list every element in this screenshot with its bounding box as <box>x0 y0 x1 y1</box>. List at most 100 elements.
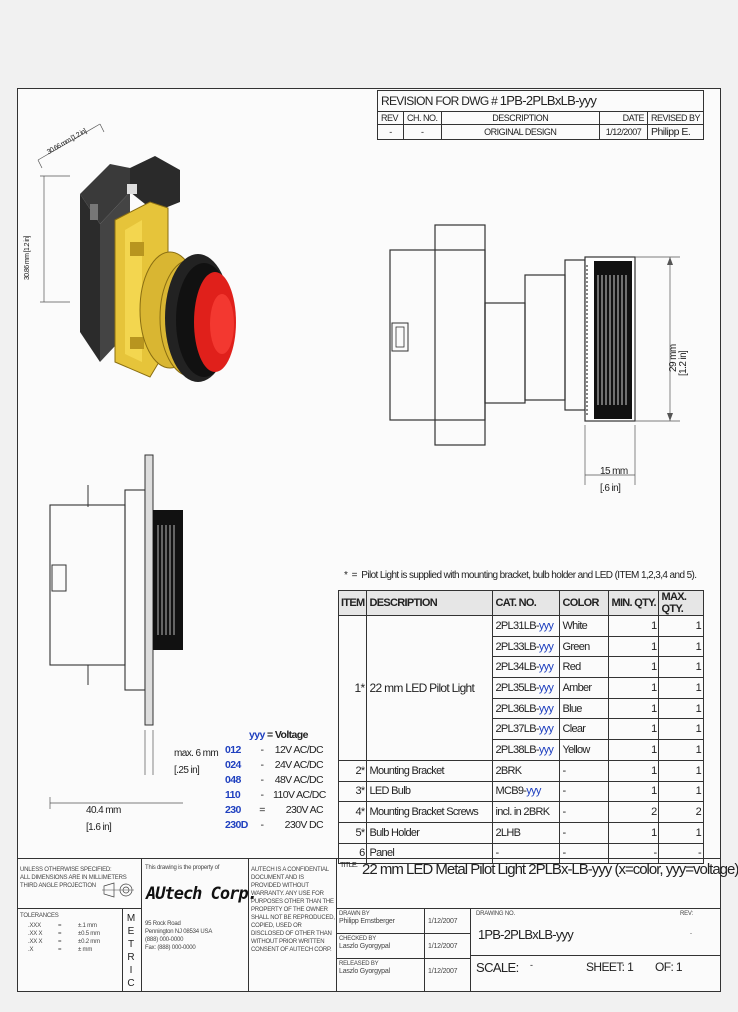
tolerance-row: .X=± mm <box>28 946 100 954</box>
tolerance-row: .XX X=±0.2 mm <box>28 938 100 946</box>
max-qty-cell: 1 <box>658 821 704 844</box>
checked-date: 1/12/2007 <box>428 943 458 950</box>
company-logo: AUtech Corp. <box>146 884 258 904</box>
max-qty-cell: 1 <box>658 780 704 803</box>
notes: UNLESS OTHERWISE SPECIFIED: ALL DIMENSIO… <box>20 867 127 889</box>
voltage-value: 230V DC <box>284 819 324 831</box>
description-value: ORIGINAL DESIGN <box>440 124 600 140</box>
cat-no-cell: 2PL33LB-yyy <box>492 635 561 658</box>
rev-value: - <box>690 931 692 937</box>
description-cell: LED Bulb <box>366 780 494 803</box>
description-cell: Mounting Bracket <box>366 759 494 782</box>
title-block <box>17 858 721 992</box>
item-header: ITEM <box>337 590 368 616</box>
bom-note: * = Pilot Light is supplied with mountin… <box>344 570 697 581</box>
voltage-value: 24V AC/DC <box>274 759 324 771</box>
max-qty-cell: 1 <box>658 635 704 658</box>
min-qty-cell: 2 <box>608 801 660 823</box>
max-qty-cell: 1 <box>658 759 704 782</box>
max-qty-cell: 1 <box>658 697 704 720</box>
min-qty-cell: 1 <box>608 718 660 741</box>
color-cell: Green <box>559 635 610 658</box>
color-cell: Blue <box>559 697 610 720</box>
voltage-value: 12V AC/DC <box>274 744 324 756</box>
bom-header-row: ITEM DESCRIPTION CAT. NO. COLOR MIN. QTY… <box>337 590 704 616</box>
chno-value: - <box>403 124 442 140</box>
description-cell: Bulb Holder <box>366 821 494 844</box>
color-cell: Yellow <box>559 739 610 761</box>
color-cell: - <box>559 780 610 803</box>
company-address: 95 Rock Road Pennington NJ 08534 USA (88… <box>145 921 213 951</box>
date-header: DATE <box>598 111 648 125</box>
rev-header: REV <box>377 111 404 125</box>
min-qty-cell: 1 <box>608 697 660 720</box>
tolerance-row: .XX X=±0.5 mm <box>28 930 100 938</box>
checked-by: Laszlo Gyorgypal <box>339 943 390 950</box>
of-label: OF: 1 <box>655 960 683 974</box>
tolerance-value: ±0.2 mm <box>78 939 100 945</box>
iso-height-dimension: 30.86 mm [1.2 in] <box>24 236 31 280</box>
description-header: DESCRIPTION <box>440 111 600 125</box>
tolerance-sep: = <box>58 947 62 953</box>
rev-value: - <box>377 124 404 140</box>
revised-by-header: REVISED BY <box>646 111 705 125</box>
tolerance-format: .XX X <box>28 939 43 945</box>
scale-value: - <box>530 960 533 970</box>
color-cell: White <box>559 615 610 637</box>
cat-no-cell: 2PL35LB-yyy <box>492 677 561 699</box>
chno-header: CH. NO. <box>403 111 442 125</box>
max-qty-cell: 2 <box>658 801 704 823</box>
tolerance-format: .XXX <box>28 923 41 929</box>
tolerances-label: TOLERANCES <box>20 913 59 919</box>
voltage-sep: = <box>259 804 265 816</box>
tolerance-format: .XX X <box>28 931 43 937</box>
tolerance-format: .X <box>28 947 34 953</box>
cat-no-cell: 2PL38LB-yyy <box>492 739 561 761</box>
date-value: 1/12/2007 <box>598 124 648 140</box>
metric-letter: R <box>127 952 135 963</box>
voltage-sep: - <box>260 759 265 771</box>
min-qty-cell: 1 <box>608 656 660 679</box>
description-header: DESCRIPTION <box>366 590 494 616</box>
metric-letter: C <box>127 978 135 989</box>
voltage-value: 48V AC/DC <box>274 774 324 786</box>
item-cell: 5* <box>337 821 368 844</box>
tolerance-value: ±0.5 mm <box>78 931 100 937</box>
tolerance-row: .XXX = ±.1 mm <box>28 922 100 930</box>
min-qty-header: MIN. QTY. <box>608 590 660 616</box>
min-qty-cell: 1 <box>608 821 660 844</box>
isometric-view <box>37 123 236 382</box>
color-cell: - <box>559 821 610 844</box>
metric-letter: I <box>129 965 133 976</box>
min-qty-cell: 1 <box>608 739 660 761</box>
tolerance-value: ±.1 mm <box>78 923 97 929</box>
drawing-title: 22 mm LED Metal Pilot Light 2PLBx-LB-yyy… <box>362 861 738 878</box>
revision-block: REVISION FOR DWG # 1PB-2PLBxLB-yyy REV C… <box>377 90 705 140</box>
voltage-row: 110-110V AC/DC <box>225 788 326 803</box>
color-cell: Red <box>559 656 610 679</box>
drawn-date: 1/12/2007 <box>428 918 458 925</box>
voltage-sep: - <box>260 774 265 786</box>
tolerance-sep: = <box>58 923 62 929</box>
revision-title: REVISION FOR DWG # <box>381 94 498 108</box>
drawn-by-label: DRAWN BY <box>339 911 370 917</box>
rev-label: REV: <box>680 911 693 917</box>
overall-depth-dimension: 40.4 mm [1.6 in] <box>86 805 121 833</box>
drawing-number: 1PB-2PLBxLB-yyy <box>478 927 574 942</box>
cat-no-cell: 2PL31LB-yyy <box>492 615 561 637</box>
bom-table: ITEM DESCRIPTION CAT. NO. COLOR MIN. QTY… <box>337 590 704 865</box>
description-cell: 22 mm LED Pilot Light <box>366 615 494 761</box>
cat-no-header: CAT. NO. <box>492 590 561 616</box>
released-date: 1/12/2007 <box>428 968 458 975</box>
item-cell: 4* <box>337 801 368 823</box>
revision-dwg-number: 1PB-2PLBxLB-yyy <box>499 93 597 108</box>
min-qty-cell: 1 <box>608 615 660 637</box>
voltage-value: 230V AC <box>285 804 324 816</box>
cat-no-cell: 2LHB <box>492 821 561 844</box>
voltage-row: 048-48V AC/DC <box>225 773 324 788</box>
cat-no-cell: 2PL34LB-yyy <box>492 656 561 679</box>
